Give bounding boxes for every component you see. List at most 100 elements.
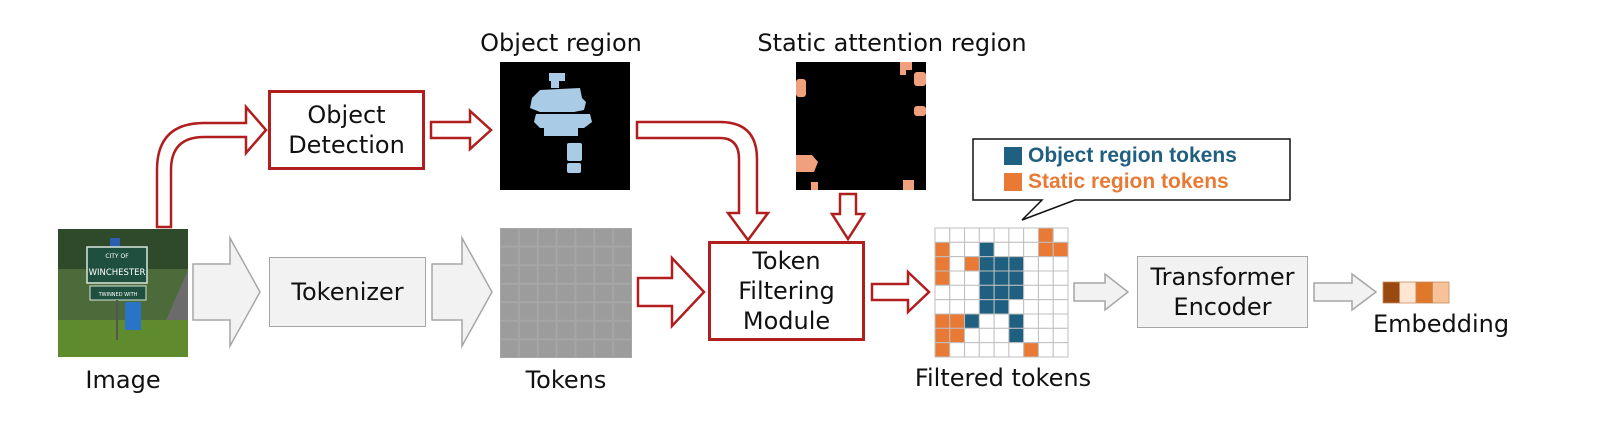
dropped-token-cell [964, 284, 980, 301]
dropped-token-cell [1008, 299, 1025, 315]
filtered-token-grid [934, 227, 1069, 358]
dropped-token-cell [993, 227, 1010, 243]
transformer-line1: Transformer [1150, 263, 1295, 291]
object-token-cell [1008, 270, 1025, 286]
token-cell [557, 321, 575, 339]
token-cell [557, 247, 575, 265]
token-cell [538, 247, 556, 265]
token-cell [614, 229, 631, 246]
embedding-label: Embedding [1372, 310, 1510, 338]
dropped-token-cell [949, 299, 966, 315]
sign-line2-text: WINCHESTER [89, 268, 146, 278]
object-token-cell [978, 241, 995, 258]
token-filtering-line2: Filtering [738, 277, 835, 305]
dropped-token-cell [1023, 284, 1039, 301]
dropped-token-cell [949, 241, 966, 258]
embedding-cell [1399, 281, 1417, 304]
dropped-token-cell [993, 313, 1010, 329]
dropped-token-cell [1052, 299, 1069, 315]
token-cell [614, 303, 631, 320]
object-token-cell [978, 256, 995, 272]
object-detection-line1: Object [307, 101, 386, 129]
gray-arrows [192, 235, 1378, 349]
legend-object-tokens: Object region tokens [1004, 144, 1237, 168]
legend-callout [972, 138, 1291, 221]
dropped-token-cell [1037, 342, 1054, 358]
dropped-token-cell [978, 313, 995, 329]
embedding-cell [1415, 281, 1433, 304]
arrow-image-to-detection [155, 103, 268, 229]
object-detection-line2: Detection [288, 131, 405, 159]
arrow-static-region-to-filter [829, 192, 867, 242]
static-token-cell [1037, 227, 1054, 243]
object-token-cell [993, 299, 1010, 315]
dropped-token-cell [1008, 227, 1025, 243]
legend-object-text: Object region tokens [1028, 144, 1237, 167]
dropped-token-cell [1052, 256, 1069, 272]
legend-object-swatch [1004, 147, 1022, 165]
token-cell [501, 284, 518, 302]
static-token-cell [934, 241, 951, 258]
token-filtering-line3: Module [742, 307, 831, 335]
object-token-cell [993, 270, 1010, 286]
token-cell [519, 266, 537, 283]
object-token-cell [964, 313, 980, 329]
token-cell [576, 284, 594, 302]
dropped-token-cell [964, 342, 980, 358]
static-attention-mask [796, 62, 926, 190]
dropped-token-cell [1052, 313, 1069, 329]
image-label: Image [85, 366, 161, 394]
dropped-token-cell [1037, 284, 1054, 301]
dropped-token-cell [934, 227, 951, 243]
token-cell [557, 340, 575, 357]
object-token-cell [978, 299, 995, 315]
object-token-cell [993, 284, 1010, 301]
embedding-cell [1432, 281, 1450, 304]
dropped-token-cell [993, 327, 1010, 344]
object-token-cell [1008, 313, 1025, 329]
token-cell [501, 229, 518, 246]
arrow-filter-to-filtered-tokens [870, 269, 931, 315]
dropped-token-cell [1052, 327, 1069, 344]
dropped-token-cell [949, 256, 966, 272]
object-token-cell [978, 270, 995, 286]
input-image-thumbnail: CITY OF WINCHESTER TWINNED WITH [58, 229, 188, 357]
dropped-token-cell [1023, 327, 1039, 344]
token-cell [576, 266, 594, 283]
dropped-token-cell [1023, 270, 1039, 286]
transformer-line2: Encoder [1173, 293, 1272, 321]
arrow-object-region-to-filter [635, 120, 771, 243]
token-cell [595, 247, 613, 265]
arrow-tokenizer-to-tokens [431, 235, 493, 349]
static-token-cell [1037, 241, 1054, 258]
token-cell [614, 247, 631, 265]
embedding-vector [1382, 281, 1450, 304]
dropped-token-cell [934, 284, 951, 301]
dropped-token-cell [1037, 327, 1054, 344]
dropped-token-cell [1037, 256, 1054, 272]
static-attention-region-label: Static attention region [757, 29, 1027, 57]
dropped-token-cell [1052, 270, 1069, 286]
token-cell [576, 247, 594, 265]
arrow-tokens-to-filter [636, 254, 706, 330]
token-cell [576, 340, 594, 357]
dropped-token-cell [1052, 227, 1069, 243]
token-cell [538, 266, 556, 283]
static-token-cell [949, 313, 966, 329]
token-cell [538, 284, 556, 302]
token-cell [614, 321, 631, 339]
legend-static-tokens: Static region tokens [1004, 170, 1229, 194]
token-cell [595, 229, 613, 246]
dropped-token-cell [1023, 299, 1039, 315]
token-cell [614, 266, 631, 283]
sign-line1-text: CITY OF [105, 253, 129, 260]
red-arrows [155, 103, 931, 330]
dropped-token-cell [1037, 270, 1054, 286]
legend-static-text: Static region tokens [1028, 170, 1229, 193]
legend: Object region tokens Static region token… [994, 138, 1289, 202]
token-cell [501, 321, 518, 339]
token-cell [576, 321, 594, 339]
dropped-token-cell [993, 241, 1010, 258]
